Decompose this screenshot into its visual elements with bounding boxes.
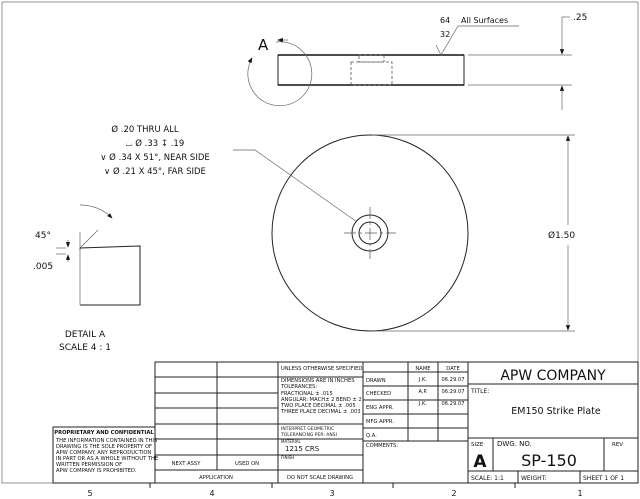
approval-role: ENG APPR. [366, 405, 394, 411]
thickness-dimension [468, 16, 572, 110]
size-value: A [473, 452, 487, 472]
no-scale-note: DO NOT SCALE DRAWING [287, 475, 353, 481]
dwg-no-label: DWG. NO. [497, 440, 532, 448]
detail-depth: .005 [33, 262, 53, 272]
approval-role: Q.A. [366, 433, 377, 439]
size-label: SIZE [471, 442, 484, 448]
sheet-value: SHEET 1 OF 1 [583, 475, 624, 482]
detail-scale: SCALE 4 : 1 [59, 343, 111, 353]
diameter-dimension: Ø1.50 [548, 230, 575, 241]
material-label: MATERIAL [281, 439, 302, 444]
zone-4: 4 [209, 489, 214, 498]
drawing-title: EM150 Strike Plate [511, 406, 601, 417]
used-on-label: USED ON [235, 461, 259, 467]
approval-role: CHECKED [366, 391, 391, 397]
front-view [233, 134, 575, 332]
approval-date: 06.29.07 [441, 389, 464, 395]
approval-row: DRAWN J.K. 06.29.07 [366, 377, 465, 384]
application-block: NEXT ASSY USED ON APPLICATION [154, 361, 279, 484]
date-header: DATE [446, 366, 460, 372]
proprietary-line: DRAWING IS THE SOLE PROPERTY OF [56, 444, 152, 450]
approval-row: MFG APPR. [366, 419, 394, 425]
finish-note: All Surfaces [461, 16, 508, 25]
approval-role: DRAWN [366, 378, 386, 384]
detail-title: DETAIL A [65, 330, 106, 340]
approval-date: 06.29.07 [441, 377, 464, 383]
surface-finish-symbol [435, 25, 519, 56]
geometric-line: INTERPRET GEOMETRIC [281, 426, 334, 432]
finish-min: 32 [440, 30, 450, 39]
approval-name: J.K. [418, 401, 428, 407]
name-header: NAME [415, 366, 430, 372]
proprietary-line: THE INFORMATION CONTAINED IN THIS [55, 438, 157, 444]
side-view [247, 37, 465, 107]
hole-callout: Ø .20 THRU ALL ⌴ Ø .33 ↧ .19 ∨ Ø .34 X 5… [100, 124, 210, 177]
zone-2: 2 [451, 489, 456, 498]
tolerance-block: UNLESS OTHERWISE SPECIFIED: DIMENSIONS A… [277, 361, 364, 484]
zone-5: 5 [87, 489, 92, 498]
proprietary-line: APW COMPANY. ANY REPRODUCTION [56, 450, 151, 456]
detail-callout-label: A [258, 36, 269, 54]
callout-line: Ø .20 THRU ALL [111, 124, 179, 135]
company-name: APW COMPANY [500, 368, 606, 384]
tolerance-header: UNLESS OTHERWISE SPECIFIED: [281, 366, 364, 372]
approval-name: J.K. [418, 377, 428, 383]
tolerance-line: THREE PLACE DECIMAL ± .003 [280, 409, 361, 415]
comments-label: COMMENTS: [366, 443, 398, 449]
detail-angle: 45° [35, 231, 51, 241]
callout-line: ∨ Ø .34 X 51°, NEAR SIDE [100, 152, 210, 163]
finish-max: 64 [440, 16, 450, 25]
approval-row: Q.A. [366, 433, 377, 439]
dwg-no-value: SP-150 [521, 451, 577, 470]
proprietary-notice: PROPRIETARY AND CONFIDENTIAL THE INFORMA… [52, 426, 158, 484]
finish-label: FINISH [281, 455, 294, 460]
approval-date: 06.29.07 [441, 401, 464, 407]
approvals-block: NAME DATE DRAWN J.K. 06.29.07 CHECKED A.… [362, 361, 469, 484]
zone-1: 1 [577, 489, 582, 498]
approval-name: A.P. [418, 389, 427, 395]
material-value: 1215 CRS [285, 445, 320, 453]
title-block: APW COMPANY TITLE: EM150 Strike Plate SI… [467, 361, 639, 484]
detail-view [56, 204, 141, 306]
callout-line: ∨ Ø .21 X 45°, FAR SIDE [104, 166, 206, 177]
rev-label: REV [612, 442, 623, 448]
zone-ticks [149, 483, 516, 488]
tolerance-line: FRACTIONAL ± .015 [281, 391, 333, 397]
tolerance-line: ANGULAR: MACH± 2 BEND ± 2 [281, 397, 362, 403]
approval-row: ENG APPR. J.K. 06.29.07 [366, 401, 465, 411]
next-assy-label: NEXT ASSY [172, 461, 202, 467]
callout-line: ⌴ Ø .33 ↧ .19 [126, 138, 184, 149]
geometric-line: TOLERANCING PER: ANSI [280, 432, 337, 438]
approval-row: CHECKED A.P. 06.29.07 [366, 389, 465, 397]
proprietary-heading: PROPRIETARY AND CONFIDENTIAL [54, 430, 154, 436]
application-label: APPLICATION [199, 475, 233, 481]
approval-role: MFG APPR. [366, 419, 394, 425]
scale-value: SCALE: 1:1 [471, 475, 504, 482]
thickness-value: .25 [573, 13, 587, 23]
zone-3: 3 [329, 489, 334, 498]
tolerance-line: DIMENSIONS ARE IN INCHES [281, 378, 355, 384]
proprietary-line: IN PART OR AS A WHOLE WITHOUT THE [56, 456, 158, 462]
tolerance-line: TOLERANCES: [280, 384, 317, 390]
tolerance-line: TWO PLACE DECIMAL ± .005 [280, 403, 356, 409]
weight-label: WEIGHT: [521, 475, 547, 482]
proprietary-line: WRITTEN PERMISSION OF [56, 462, 122, 468]
proprietary-line: APW COMPANY IS PROHIBITED. [56, 468, 137, 474]
title-label: TITLE: [470, 388, 489, 395]
